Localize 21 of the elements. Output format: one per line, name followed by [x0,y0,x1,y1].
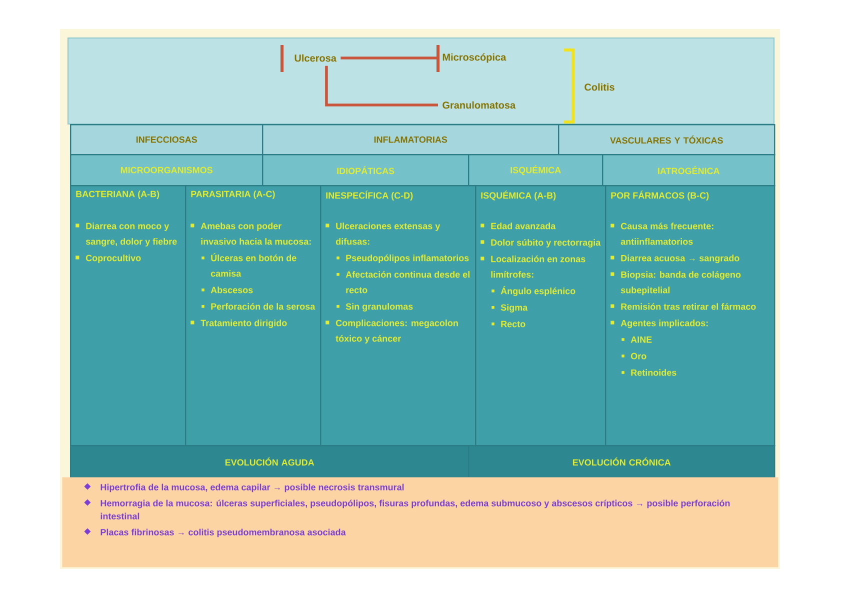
header-cell: INFECCIOSAS [70,124,264,156]
term-label: Ulcerosa [294,54,337,62]
list-column: INESPECÍFICA (C-D) Ulceraciones extensas y difusas: Pseudopólipos inflamatorios Afectación continua desde el recto Sin granulomas Complicaciones: megacolon tóxico y cáncer [320,185,476,446]
connector [325,66,438,106]
header-cell: EVOLUCIÓN AGUDA [70,445,470,478]
list-column: ISQUÉMICA (A-B) Edad avanzada Dolor súbito y rectorragia Localización en zonas limítrofes: Ángulo esplénico Sigma Recto [475,185,606,446]
notes-panel: Hipertrofia de la mucosa, edema capilar → posible necrosis transmural Hemorragia de la mucosa: úlceras superficiales, pseudopólipos, fisuras profundas, edema submucoso y abscesos crípticos → posible perforación intestinal Placas fibrinosas → colitis pseudomembranosa asociada [62,477,778,568]
term-label: Microscópica [442,53,506,63]
list-column: PARASITARIA (A-C) Amebas con poder invasivo hacia la mucosa: Úlceras en botón de camisa Abscesos Perforación de la serosa Tratamiento dirigido [185,185,322,446]
term-label: Granulomatosa [442,101,516,109]
header-cell: INFLAMATORIAS [262,124,560,156]
header-cell: VASCULARES Y TÓXICAS [558,124,776,156]
list-column: BACTERIANA (A-B) Diarrea con moco y sangre, dolor y fiebre Coprocultivo [70,185,186,446]
header-cell: IDIOPÁTICAS [262,154,470,186]
connector [340,56,438,60]
header-cell: ISQUÉMICA [468,154,604,186]
list-column: POR FÁRMACOS (B-C) Causa más frecuente: antiinflamatorios Diarrea acuosa → sangrado Biopsia: banda de colágeno subepitelial Remisión tras retirar el fármaco Agentes implicados: AINE Oro Retinoides [605,185,776,446]
group-label: Colitis [584,83,614,91]
header-cell: MICROORGANISMOS [70,154,264,186]
header-cell: IATROGÉNICA [602,154,776,186]
header-cell: EVOLUCIÓN CRÓNICA [468,445,776,478]
